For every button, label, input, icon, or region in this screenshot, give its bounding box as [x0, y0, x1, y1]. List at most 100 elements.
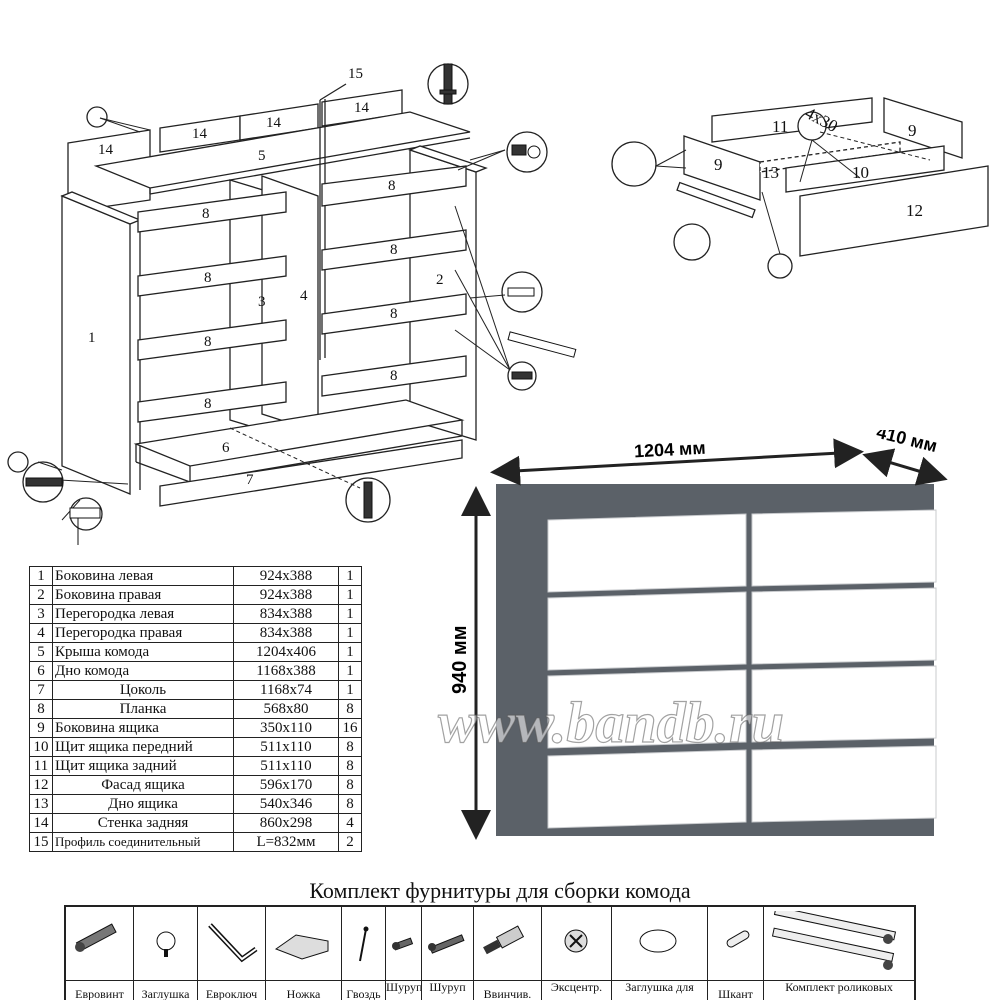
hardware-cell-divider [342, 980, 385, 981]
part-size: 1204x406 [233, 642, 339, 662]
hardware-item: Шуруп [422, 907, 474, 1000]
hardware-item-label: Шкант [718, 987, 753, 1000]
callout-8: 8 [390, 242, 398, 258]
drawer-callout-9: 9 [714, 155, 723, 174]
part-size: 834x388 [233, 623, 339, 643]
long-screw-icon [428, 934, 465, 954]
part-name: Щит ящика задний [52, 756, 234, 776]
part-size: 924x388 [233, 585, 339, 605]
dowel-screw-icon [483, 925, 525, 955]
hardware-kit-title: Комплект фурнитуры для сборки комода [309, 878, 691, 903]
hardware-item-label: Эксцентр. [550, 980, 603, 994]
drawer-fronts [547, 509, 937, 829]
part-num: 14 [29, 813, 53, 833]
hardware-cell-divider [386, 980, 421, 981]
callout-4: 4 [300, 288, 308, 304]
part-qty: 4 [338, 813, 362, 833]
hardware-item: Евровинт [66, 907, 134, 1000]
hardware-cell-divider [764, 980, 914, 981]
part-name: Профиль соединительный [52, 832, 234, 852]
callout-14: 14 [354, 100, 370, 116]
part-qty: 8 [338, 794, 362, 814]
part-size: 511x110 [233, 737, 339, 757]
hardware-cell-divider [134, 980, 197, 981]
eccentric-icon [564, 929, 588, 953]
hardware-item-label: Заглушка для [625, 980, 694, 994]
part-num: 6 [29, 661, 53, 681]
part-size: 834x388 [233, 604, 339, 624]
part-size: 511x110 [233, 756, 339, 776]
part-size: 860x298 [233, 813, 339, 833]
part-qty: 8 [338, 737, 362, 757]
part-qty: 1 [338, 661, 362, 681]
hardware-item: Ножка [266, 907, 342, 1000]
callout-8: 8 [388, 178, 396, 194]
part-size: 568x80 [233, 699, 339, 719]
part-qty: 1 [338, 585, 362, 605]
part-name: Стенка задняя [52, 813, 234, 833]
part-qty: 1 [338, 604, 362, 624]
part-qty: 1 [338, 623, 362, 643]
part-name: Фасад ящика [52, 775, 234, 795]
width-dimension-label: 1204 мм [633, 438, 706, 462]
drawer-callout-9: 9 [908, 121, 917, 140]
callout-8: 8 [204, 270, 212, 286]
part-qty: 2 [338, 832, 362, 852]
part-num: 7 [29, 680, 53, 700]
hardware-item-label: Евроключ [205, 987, 258, 1000]
hardware-item: Шуруп [386, 907, 422, 1000]
drawer-callout-13: 13 [762, 163, 779, 182]
part-size: 1168x74 [233, 680, 339, 700]
hardware-cell-divider [198, 980, 265, 981]
hardware-cell-divider [422, 980, 473, 981]
callout-8: 8 [204, 396, 212, 412]
drawer-callout-12: 12 [906, 201, 923, 220]
part-size: 1168x388 [233, 661, 339, 681]
short-screw-icon [392, 937, 414, 951]
callout-14: 14 [98, 142, 114, 158]
part-size: L=832мм [233, 832, 339, 852]
hardware-item: Шкант [708, 907, 764, 1000]
part-size: 540x346 [233, 794, 339, 814]
hardware-item-label: Ножка [286, 987, 321, 1000]
callout-2: 2 [436, 272, 444, 288]
exploded-assembly-diagram: 1 2 3 4 5 6 7 8 8 8 8 8 8 8 8 14 14 14 1… [7, 63, 577, 545]
callout-3: 3 [258, 294, 266, 310]
watermark: www.bandb.ru [438, 690, 784, 755]
part-name: Перегородка правая [52, 623, 234, 643]
nail-icon [359, 926, 369, 962]
part-size: 924x388 [233, 566, 339, 586]
hardware-cell-divider [612, 980, 707, 981]
hardware-cell-divider [474, 980, 541, 981]
callout-6: 6 [222, 440, 230, 456]
part-num: 10 [29, 737, 53, 757]
part-num: 2 [29, 585, 53, 605]
drawer-callout-10: 10 [852, 163, 869, 182]
part-num: 9 [29, 718, 53, 738]
callout-8: 8 [390, 368, 398, 384]
part-name: Дно ящика [52, 794, 234, 814]
callout-8: 8 [204, 334, 212, 350]
callout-5: 5 [258, 148, 266, 164]
callout-8: 8 [390, 306, 398, 322]
part-name: Цоколь [52, 680, 234, 700]
drawer-callout-11: 11 [772, 117, 788, 136]
hardware-cell-divider [266, 980, 341, 981]
hardware-item: Ввинчив. [474, 907, 542, 1000]
part-name: Крыша комода [52, 642, 234, 662]
part-num: 13 [29, 794, 53, 814]
part-num: 3 [29, 604, 53, 624]
drawer-assembly-diagram: 9 9 10 11 12 13 4x30 [611, 97, 989, 279]
